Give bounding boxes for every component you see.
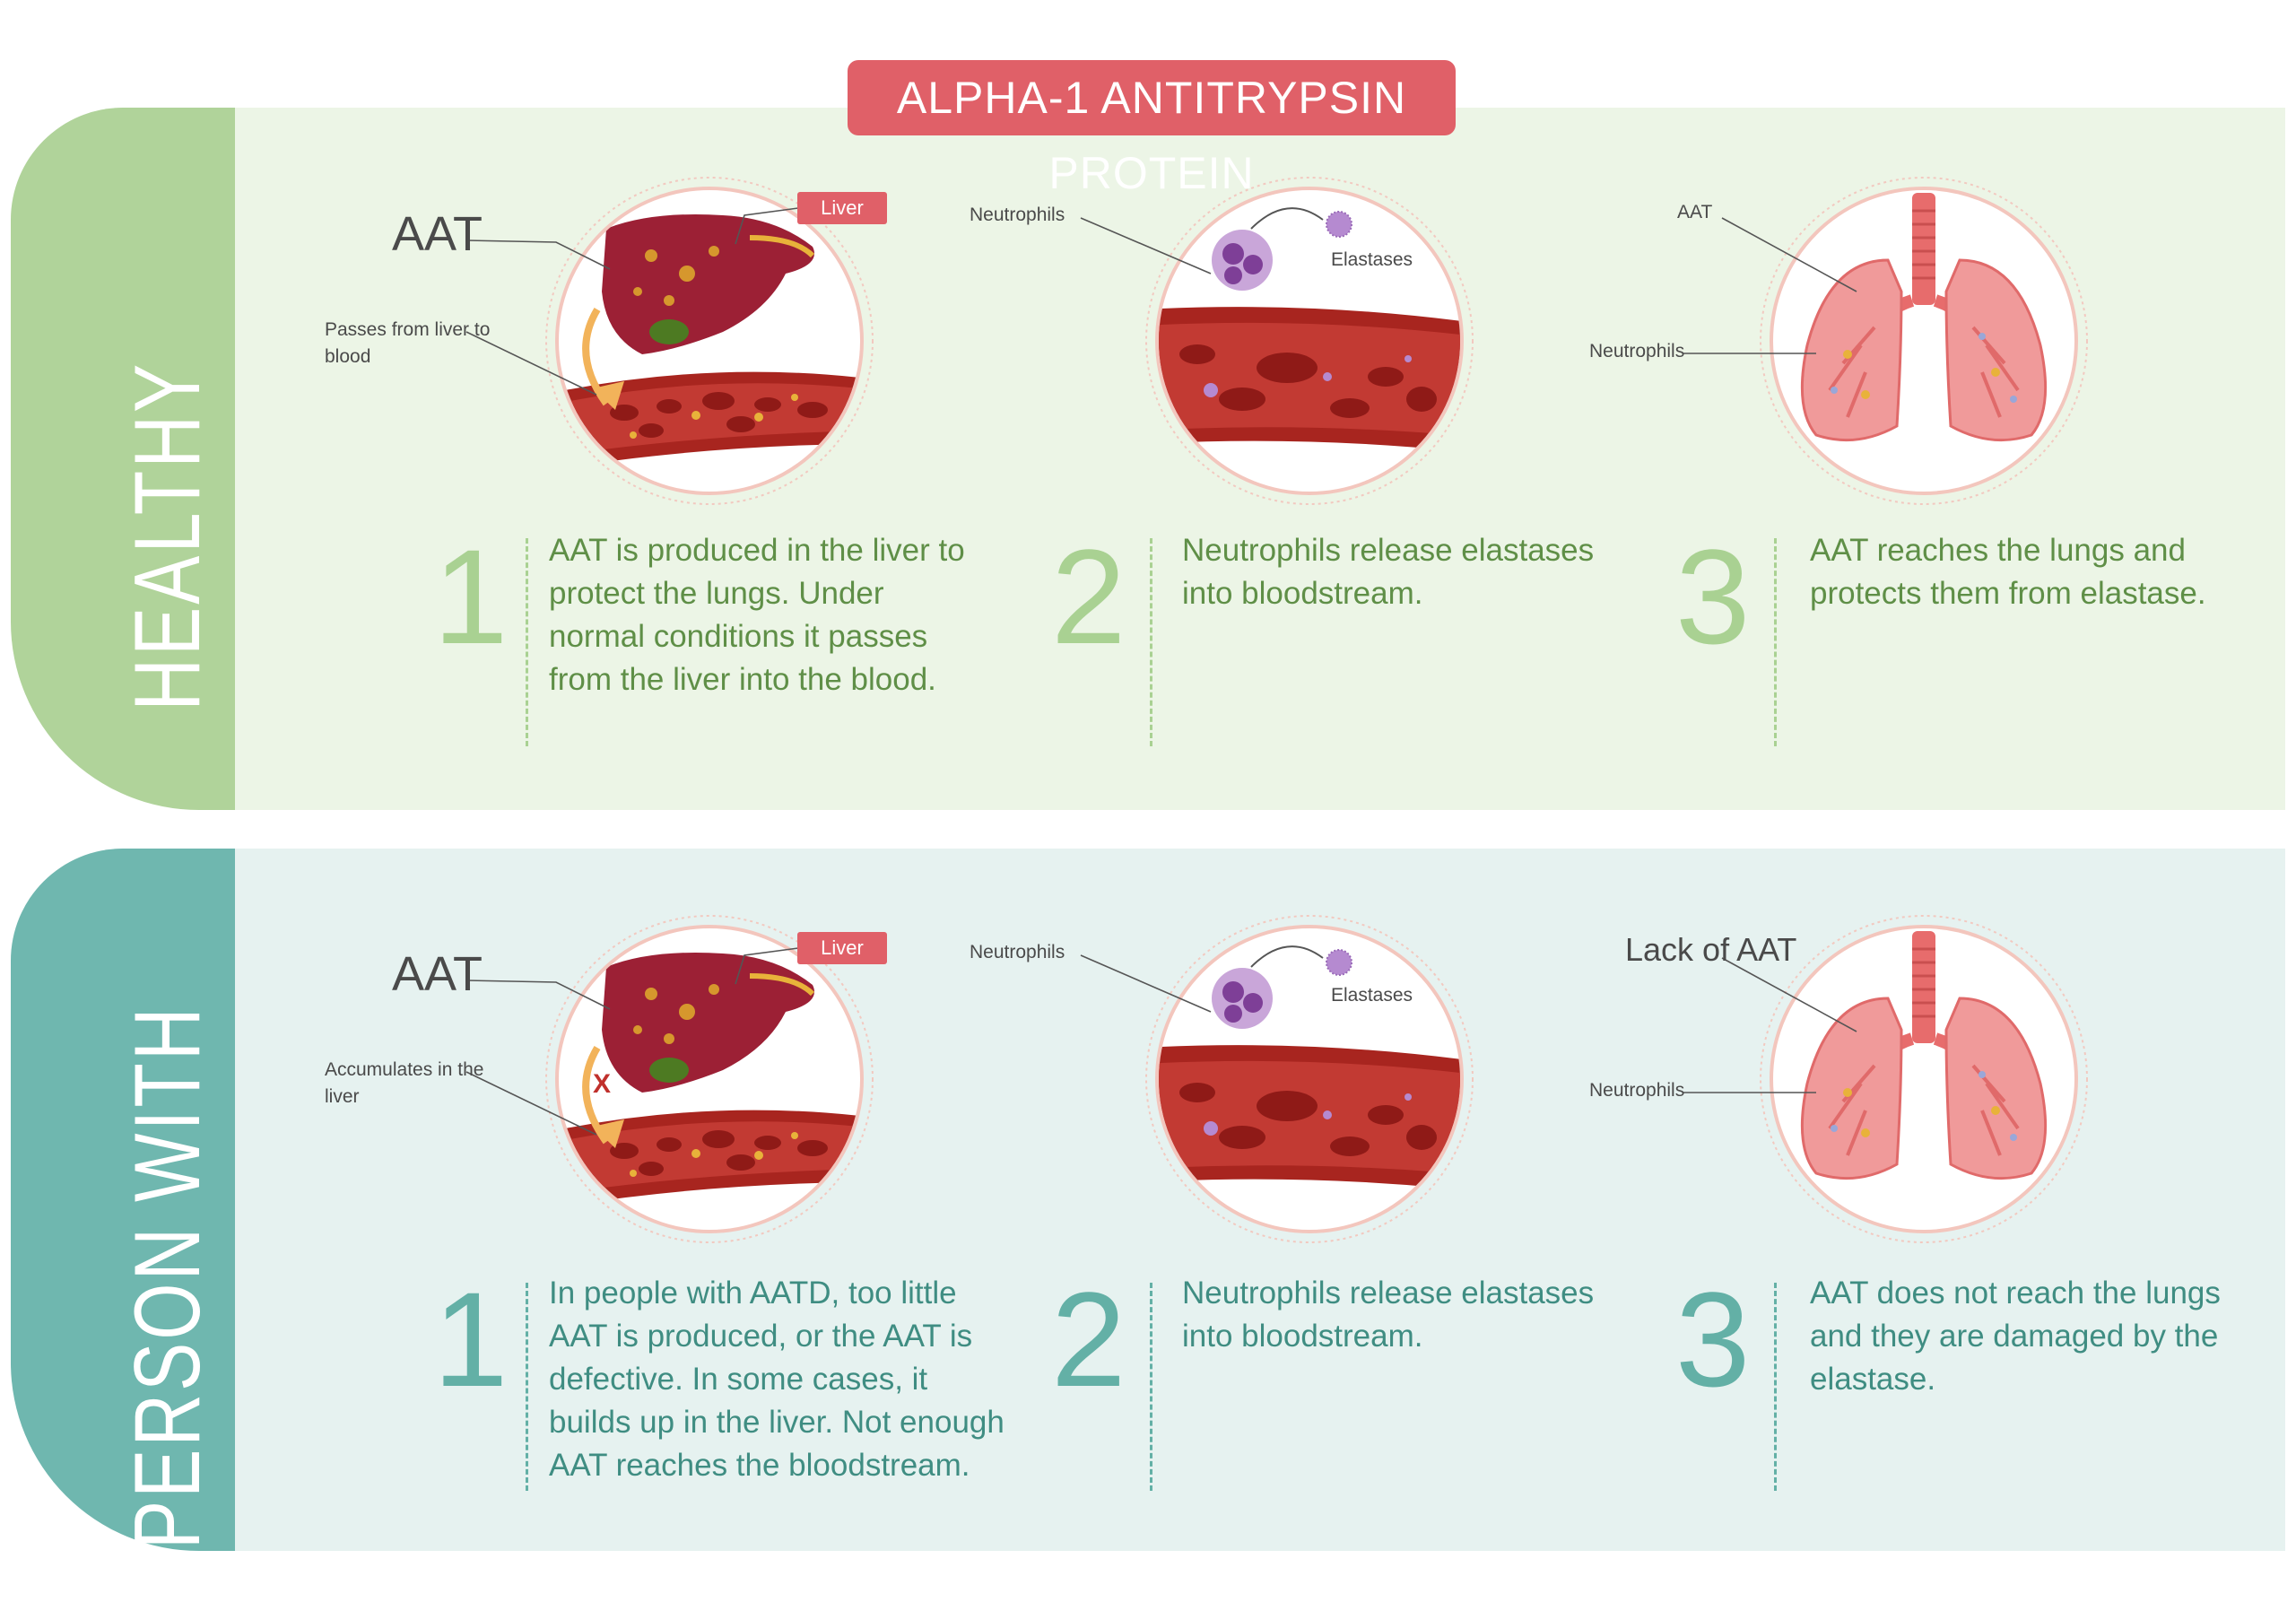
passes-label: Passes from liver to blood: [325, 319, 491, 367]
aat-label: AAT: [392, 207, 483, 261]
step-number: 1: [433, 521, 509, 672]
aat-label: AAT: [392, 947, 483, 1001]
step-divider: [1774, 538, 1777, 746]
step-divider: [1150, 1283, 1152, 1491]
step-divider: [1774, 1283, 1777, 1491]
aat-lungs-label: AAT: [1677, 202, 1713, 222]
aatd-person-sidebar: PERSON WITH AATD: [11, 849, 444, 1551]
lungs-illustration: [1758, 175, 2090, 507]
step-number: 3: [1675, 1264, 1751, 1415]
step-number: 2: [1051, 1264, 1126, 1415]
neutrophils-label: Neutrophils: [970, 942, 1065, 962]
liver-tag: Liver: [797, 192, 887, 224]
step-description: AAT reaches the lungs and protects them …: [1810, 533, 2206, 611]
step-divider: [526, 1283, 528, 1491]
step-description: In people with AATD, too little AAT is p…: [549, 1276, 1004, 1483]
elastases-label: Elastases: [1331, 249, 1413, 270]
step-description: AAT does not reach the lungs and they ar…: [1810, 1276, 2221, 1397]
step-number: 3: [1675, 521, 1751, 672]
step-divider: [526, 538, 528, 746]
step-number: 1: [433, 1264, 509, 1415]
neutrophils-label: Neutrophils: [970, 205, 1065, 225]
healthy-person-sidebar: HEALTHY PERSON: [11, 108, 444, 810]
elastases-label: Elastases: [1331, 985, 1413, 1006]
step-divider: [1150, 538, 1152, 746]
step-number: 2: [1051, 521, 1126, 672]
liver-illustration: X: [544, 913, 875, 1245]
liver-tag: Liver: [797, 932, 887, 964]
lack-of-aat-label: Lack of AAT: [1625, 931, 1797, 968]
title-banner: ALPHA-1 ANTITRYPSIN PROTEIN: [848, 60, 1456, 198]
bloodstream-illustration: [1144, 913, 1475, 1245]
bloodstream-illustration: [1144, 175, 1475, 507]
damaged-lungs-illustration: [1758, 913, 2090, 1245]
liver-illustration: [544, 175, 875, 507]
step-description: AAT is produced in the liver to protect …: [549, 533, 965, 697]
accumulates-label: Accumulates in the liver: [325, 1059, 484, 1107]
neutrophils-lungs-label: Neutrophils: [1589, 341, 1685, 361]
step-description: Neutrophils release elastases into blood…: [1182, 1276, 1595, 1354]
step-description: Neutrophils release elastases into blood…: [1182, 533, 1595, 611]
svg-text:X: X: [593, 1069, 611, 1099]
neutrophils-lungs-label: Neutrophils: [1589, 1080, 1685, 1101]
